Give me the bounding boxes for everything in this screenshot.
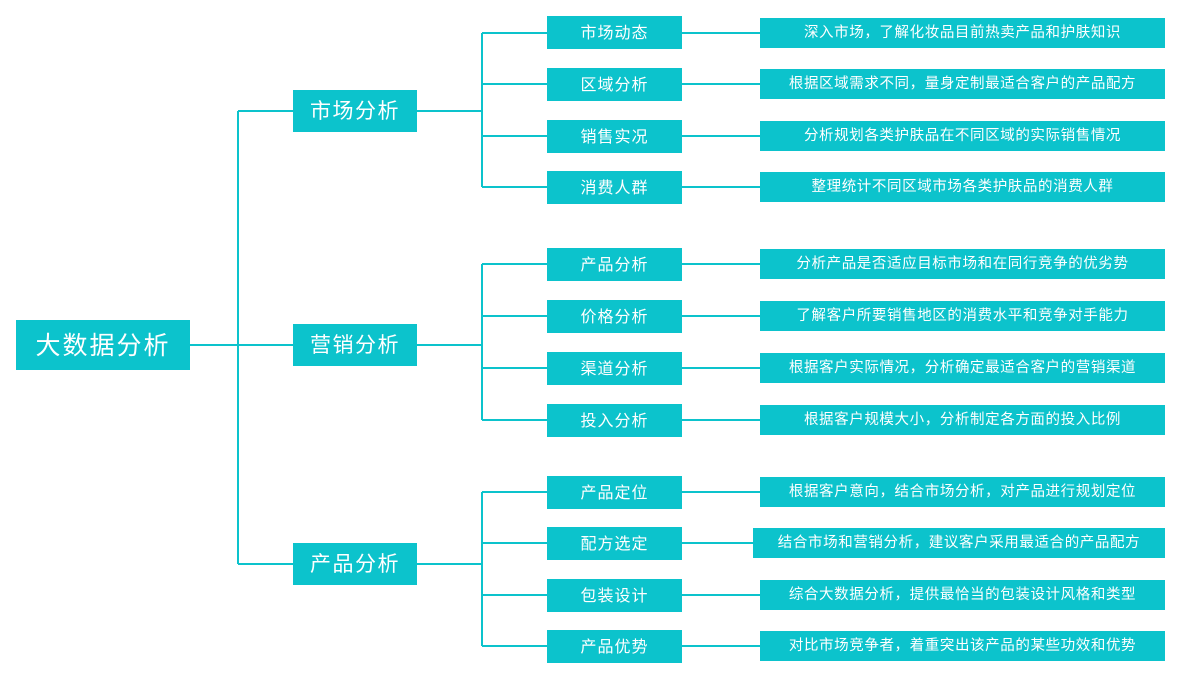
topic-node-label: 包装设计	[580, 585, 649, 605]
topic-node-label: 产品定位	[580, 482, 649, 502]
leaf-node-text: 结合市场和营销分析，建议客户采用最适合的产品配方	[777, 534, 1141, 551]
branch-node-product-analysis[interactable]: 产品分析	[293, 543, 417, 585]
leaf-node-market-trends-detail[interactable]: 深入市场，了解化妆品目前热卖产品和护肤知识	[760, 18, 1165, 48]
leaf-node-text: 了解客户所要销售地区的消费水平和竞争对手能力	[796, 307, 1129, 324]
topic-node-sales-status[interactable]: 销售实况	[547, 120, 682, 153]
topic-node-label: 消费人群	[580, 177, 649, 197]
leaf-node-text: 根据客户规模大小，分析制定各方面的投入比例	[803, 411, 1122, 428]
branch-node-label: 市场分析	[310, 98, 400, 123]
leaf-node-channel-analysis-detail[interactable]: 根据客户实际情况，分析确定最适合客户的营销渠道	[760, 353, 1165, 383]
leaf-node-consumer-groups-detail[interactable]: 整理统计不同区域市场各类护肤品的消费人群	[760, 172, 1165, 202]
branch-node-label: 产品分析	[310, 551, 400, 576]
root-node[interactable]: 大数据分析	[16, 320, 190, 370]
topic-node-product-analysis[interactable]: 产品分析	[547, 248, 682, 281]
topic-node-product-positioning[interactable]: 产品定位	[547, 476, 682, 509]
leaf-node-text: 深入市场，了解化妆品目前热卖产品和护肤知识	[803, 24, 1122, 41]
topic-node-label: 产品优势	[580, 636, 649, 656]
leaf-node-product-analysis-detail[interactable]: 分析产品是否适应目标市场和在同行竞争的优劣势	[760, 249, 1165, 279]
topic-node-label: 配方选定	[580, 533, 649, 553]
topic-node-channel-analysis[interactable]: 渠道分析	[547, 352, 682, 385]
topic-node-label: 投入分析	[580, 410, 649, 430]
leaf-node-sales-status-detail[interactable]: 分析规划各类护肤品在不同区域的实际销售情况	[760, 121, 1165, 151]
leaf-node-package-design-detail[interactable]: 综合大数据分析，提供最恰当的包装设计风格和类型	[760, 580, 1165, 610]
leaf-node-product-advantage-detail[interactable]: 对比市场竞争者，着重突出该产品的某些功效和优势	[760, 631, 1165, 661]
topic-node-label: 市场动态	[580, 22, 649, 42]
topic-node-package-design[interactable]: 包装设计	[547, 579, 682, 612]
branch-node-market-analysis[interactable]: 市场分析	[293, 90, 417, 132]
leaf-node-formula-selection-detail[interactable]: 结合市场和营销分析，建议客户采用最适合的产品配方	[753, 528, 1165, 558]
leaf-node-text: 整理统计不同区域市场各类护肤品的消费人群	[811, 178, 1114, 195]
branch-node-marketing-analysis[interactable]: 营销分析	[293, 324, 417, 366]
root-node-label: 大数据分析	[35, 330, 171, 360]
leaf-node-price-analysis-detail[interactable]: 了解客户所要销售地区的消费水平和竞争对手能力	[760, 301, 1165, 331]
topic-node-consumer-groups[interactable]: 消费人群	[547, 171, 682, 204]
leaf-node-text: 分析规划各类护肤品在不同区域的实际销售情况	[803, 127, 1122, 144]
leaf-node-text: 对比市场竞争者，着重突出该产品的某些功效和优势	[788, 637, 1137, 654]
topic-node-label: 销售实况	[580, 126, 649, 146]
topic-node-formula-selection[interactable]: 配方选定	[547, 527, 682, 560]
topic-node-product-advantage[interactable]: 产品优势	[547, 630, 682, 663]
leaf-node-regional-analysis-detail[interactable]: 根据区域需求不同，量身定制最适合客户的产品配方	[760, 69, 1165, 99]
branch-node-label: 营销分析	[310, 332, 400, 357]
topic-node-label: 产品分析	[580, 254, 649, 274]
topic-node-label: 价格分析	[580, 306, 649, 326]
leaf-node-product-positioning-detail[interactable]: 根据客户意向，结合市场分析，对产品进行规划定位	[760, 477, 1165, 507]
leaf-node-text: 根据客户实际情况，分析确定最适合客户的营销渠道	[788, 359, 1137, 376]
leaf-node-text: 根据区域需求不同，量身定制最适合客户的产品配方	[788, 75, 1137, 92]
topic-node-regional-analysis[interactable]: 区域分析	[547, 68, 682, 101]
topic-node-label: 区域分析	[580, 74, 649, 94]
topic-node-market-trends[interactable]: 市场动态	[547, 16, 682, 49]
leaf-node-text: 分析产品是否适应目标市场和在同行竞争的优劣势	[796, 255, 1129, 272]
leaf-node-text: 根据客户意向，结合市场分析，对产品进行规划定位	[788, 483, 1137, 500]
topic-node-price-analysis[interactable]: 价格分析	[547, 300, 682, 333]
leaf-node-investment-analysis-detail[interactable]: 根据客户规模大小，分析制定各方面的投入比例	[760, 405, 1165, 435]
leaf-node-text: 综合大数据分析，提供最恰当的包装设计风格和类型	[788, 586, 1137, 603]
topic-node-label: 渠道分析	[580, 358, 649, 378]
topic-node-investment-analysis[interactable]: 投入分析	[547, 404, 682, 437]
